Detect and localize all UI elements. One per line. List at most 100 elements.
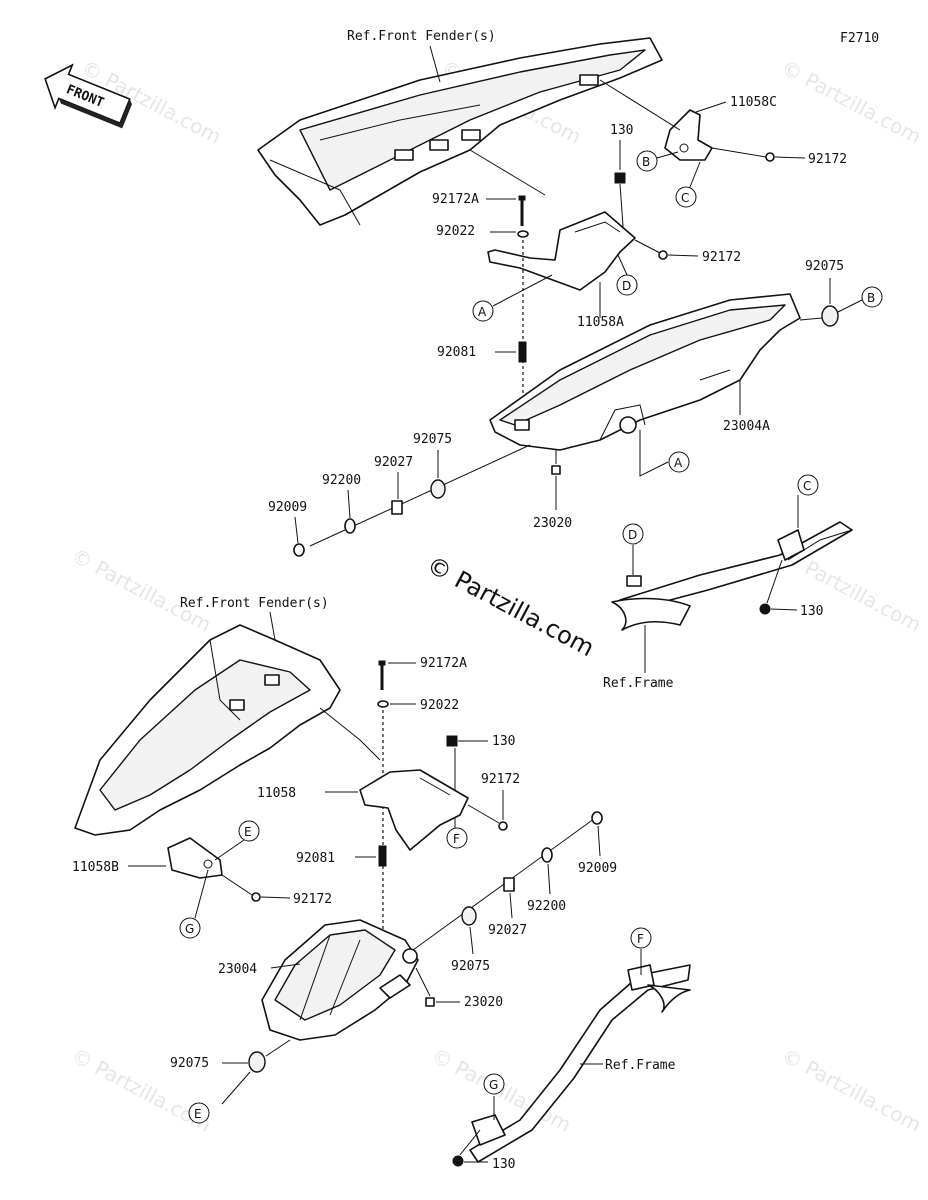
front-fender-bottom	[74, 624, 381, 836]
nut-23020-icon	[425, 997, 435, 1007]
label-130: 130	[492, 1157, 515, 1172]
nut-130-icon	[452, 1155, 464, 1167]
label-92081: 92081	[296, 851, 335, 866]
svg-text:F: F	[453, 832, 460, 846]
spacer-92081-icon	[378, 845, 387, 867]
grommet-92075-icon	[461, 906, 477, 926]
callout-D: D	[616, 274, 638, 296]
label-92172: 92172	[293, 892, 332, 907]
grommet-92075-icon	[430, 479, 446, 499]
callout-F: F	[630, 927, 652, 949]
label-11058A: 11058A	[577, 315, 624, 330]
svg-text:D: D	[622, 279, 631, 293]
copyright-watermark: © Partzilla.com	[422, 551, 599, 663]
callout-B: B	[636, 150, 658, 172]
svg-text:A: A	[674, 456, 683, 470]
svg-text:A: A	[478, 305, 487, 319]
callout-A: A	[668, 451, 690, 473]
front-arrow-icon: FRONT	[44, 63, 132, 129]
collar-92027-icon	[503, 877, 515, 892]
label-92172: 92172	[808, 152, 847, 167]
taillight-23004	[261, 919, 419, 1041]
label-130: 130	[492, 734, 515, 749]
callout-G: G	[483, 1073, 505, 1095]
svg-text:B: B	[867, 291, 875, 305]
label-92027: 92027	[374, 455, 413, 470]
bracket-11058C	[599, 79, 713, 161]
label-92009: 92009	[268, 500, 307, 515]
label-23020: 23020	[464, 995, 503, 1010]
callout-C: C	[797, 474, 819, 496]
bracket-11058	[359, 769, 469, 851]
ref-front-fender-top: Ref.Front Fender(s)	[347, 29, 496, 44]
label-92075: 92075	[170, 1056, 209, 1071]
svg-text:E: E	[244, 825, 252, 839]
label-92081: 92081	[437, 345, 476, 360]
washer-92200-icon	[344, 518, 356, 534]
callout-B: B	[861, 286, 883, 308]
svg-text:C: C	[681, 191, 689, 205]
label-92172A: 92172A	[432, 192, 479, 207]
bolt-92172A-icon	[518, 195, 526, 226]
svg-text:E: E	[194, 1107, 202, 1121]
washer-92200-icon	[541, 847, 553, 863]
bolt-130-icon	[446, 735, 458, 747]
watermark: © Partzilla.com	[778, 1043, 926, 1137]
taillight-23004A	[489, 293, 801, 451]
callout-D: D	[622, 523, 644, 545]
label-92172: 92172	[702, 250, 741, 265]
bottom-assembly: Ref.Front Fender(s) 11058B 92172 92172A …	[72, 596, 691, 1172]
ref-front-fender-bottom: Ref.Front Fender(s)	[180, 596, 329, 611]
watermark: © Partzilla.com	[778, 55, 926, 149]
svg-text:D: D	[628, 528, 637, 542]
label-92172: 92172	[481, 772, 520, 787]
callout-A: A	[472, 300, 494, 322]
bolt-92172-icon	[765, 152, 775, 162]
label-92200: 92200	[527, 899, 566, 914]
collar-92027-icon	[391, 500, 403, 515]
bolt-130-icon	[614, 172, 626, 184]
bolt-92009-icon	[293, 543, 305, 557]
bracket-11058A	[487, 211, 636, 291]
ref-frame-top: Ref.Frame	[603, 676, 674, 691]
spacer-92081-icon	[518, 341, 527, 363]
svg-text:C: C	[803, 479, 811, 493]
label-11058C: 11058C	[730, 95, 777, 110]
svg-text:G: G	[489, 1078, 498, 1092]
frame-top	[611, 521, 853, 631]
svg-text:B: B	[642, 155, 650, 169]
callouts: B C D A B A C D E F G F G E	[179, 150, 883, 1124]
bolt-92172A-icon	[378, 660, 386, 690]
label-92027: 92027	[488, 923, 527, 938]
svg-text:G: G	[185, 922, 194, 936]
front-fender-top	[257, 37, 663, 226]
bolt-92172-icon	[251, 892, 261, 902]
bracket-11058B	[167, 837, 223, 879]
label-92200: 92200	[322, 473, 361, 488]
label-23020: 23020	[533, 516, 572, 531]
label-130: 130	[610, 123, 633, 138]
grommet-92075-icon	[248, 1051, 266, 1073]
grommet-92075-icon	[821, 305, 839, 327]
label-11058B: 11058B	[72, 860, 119, 875]
label-130: 130	[800, 604, 823, 619]
bolt-92172-icon	[498, 821, 508, 831]
label-11058: 11058	[257, 786, 296, 801]
label-92022: 92022	[420, 698, 459, 713]
label-92075: 92075	[805, 259, 844, 274]
label-92075: 92075	[451, 959, 490, 974]
label-92009: 92009	[578, 861, 617, 876]
washer-92022-icon	[517, 230, 529, 238]
label-23004: 23004	[218, 962, 257, 977]
figure-code: F2710	[840, 31, 879, 46]
label-23004A: 23004A	[723, 419, 770, 434]
washer-92022-icon	[377, 700, 389, 708]
nut-23020-icon	[551, 465, 561, 475]
callout-C: C	[675, 186, 697, 208]
callout-E: E	[188, 1102, 210, 1124]
label-92075: 92075	[413, 432, 452, 447]
label-92022: 92022	[436, 224, 475, 239]
top-assembly: Ref.Front Fender(s) 11058C 92172 130 110…	[257, 29, 863, 691]
callout-G: G	[179, 917, 201, 939]
